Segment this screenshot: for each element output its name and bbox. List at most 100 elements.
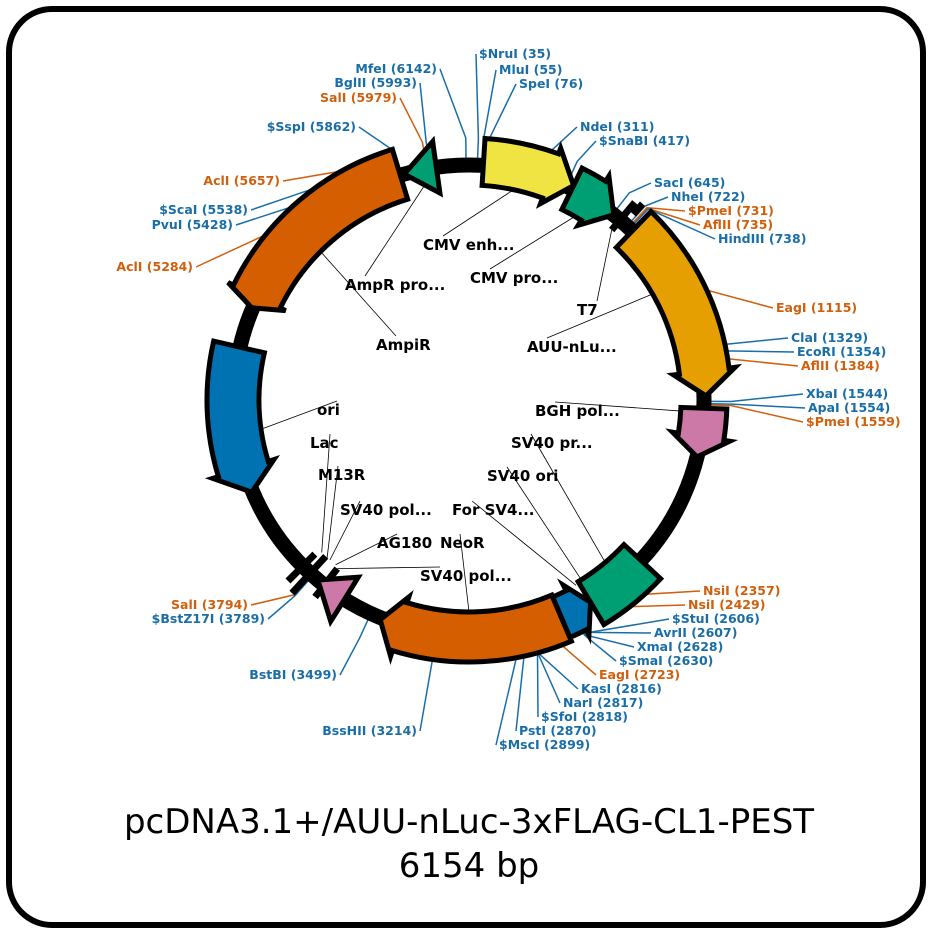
feature-leader <box>471 500 577 586</box>
restriction-site-label[interactable]: AflII (735) <box>703 217 773 232</box>
restriction-site-label[interactable]: MfeI (6142) <box>355 61 437 76</box>
feature-label-ampr-pro: AmpR pro... <box>345 276 445 294</box>
feature-label-bgh: BGH pol... <box>535 402 620 420</box>
restriction-site-label[interactable]: EagI (2723) <box>599 667 680 682</box>
feature-labels: CMV enh...CMV pro...AmpR pro...T7AUU-nLu… <box>310 236 620 585</box>
site-leader <box>633 207 701 226</box>
restriction-site-label[interactable]: EagI (1115) <box>776 300 857 315</box>
restriction-site-label[interactable]: AflII (1384) <box>801 358 880 373</box>
features <box>204 135 743 666</box>
feature-label-sv40-ori: SV40 ori <box>487 467 558 485</box>
feature-leader <box>260 400 338 430</box>
restriction-site-label[interactable]: HindIII (738) <box>718 231 806 246</box>
restriction-site-label[interactable]: NarI (2817) <box>563 695 643 710</box>
feature-label-neor: NeoR <box>440 534 485 552</box>
restriction-site-label[interactable]: SalI (5979) <box>320 90 397 105</box>
site-leader <box>632 206 686 223</box>
restriction-site-label[interactable]: ClaI (1329) <box>791 330 868 345</box>
feature-leader <box>489 216 576 270</box>
site-leader <box>339 619 369 676</box>
feature-auu-nluc[interactable] <box>612 207 743 400</box>
restriction-site-label[interactable]: BglII (5993) <box>334 75 417 90</box>
restriction-site-label[interactable]: AclI (5284) <box>116 259 193 274</box>
feature-label-ag180: AG180 <box>377 534 432 552</box>
restriction-site-label[interactable]: $SfoI (2818) <box>541 709 628 724</box>
restriction-site-label[interactable]: AvrII (2607) <box>654 625 737 640</box>
restriction-site-label[interactable]: $MscI (2899) <box>499 737 590 752</box>
restriction-site-label[interactable]: XbaI (1544) <box>806 386 888 401</box>
restriction-site-label[interactable]: $ScaI (5538) <box>159 202 248 217</box>
restriction-site-label[interactable]: SpeI (76) <box>519 76 583 91</box>
feature-label-ampir: AmpiR <box>376 336 431 354</box>
feature-leader <box>442 189 514 237</box>
site-leader <box>634 207 716 240</box>
restriction-site-label[interactable]: $PmeI (1559) <box>806 414 901 429</box>
restriction-site-label[interactable]: BstBI (3499) <box>249 667 337 682</box>
restriction-site-label[interactable]: $PmeI (731) <box>688 203 774 218</box>
plasmid-name: pcDNA3.1+/AUU-nLuc-3xFLAG-CL1-PEST <box>123 802 815 842</box>
restriction-site-label[interactable]: $SspI (5862) <box>267 119 356 134</box>
site-leader <box>439 68 467 159</box>
feature-leader <box>364 186 425 277</box>
restriction-site-label[interactable]: AclI (5657) <box>203 173 280 188</box>
feature-label-lac: Lac <box>310 434 339 452</box>
feature-label-m13r: M13R <box>318 466 366 484</box>
restriction-site-label[interactable]: NsiI (2357) <box>703 583 780 598</box>
feature-label-sv40-pol2: SV40 pol... <box>420 567 512 585</box>
feature-leader <box>459 533 470 613</box>
feature-label-auu-nluc: AUU-nLu... <box>527 338 617 356</box>
restriction-site-label[interactable]: NdeI (311) <box>580 119 654 134</box>
feature-leader <box>546 293 653 339</box>
restriction-site-label[interactable]: PstI (2870) <box>519 723 597 738</box>
feature-label-cmv-pro: CMV pro... <box>470 269 558 287</box>
feature-bgh[interactable] <box>665 404 739 460</box>
restriction-site-label[interactable]: SalI (3794) <box>171 597 248 612</box>
feature-tick <box>289 553 329 596</box>
feature-leader <box>596 229 613 302</box>
feature-leader <box>329 500 361 561</box>
site-leader <box>710 403 806 409</box>
feature-leader <box>506 466 582 581</box>
feature-label-sv40-pol1: SV40 pol... <box>340 501 432 519</box>
restriction-site-label[interactable]: BssHII (3214) <box>322 723 417 738</box>
feature-cmv-enh[interactable] <box>479 135 577 209</box>
site-leader <box>475 53 480 159</box>
restriction-site-label[interactable]: $SmaI (2630) <box>619 653 713 668</box>
restriction-site-label[interactable]: NheI (722) <box>671 189 745 204</box>
feature-tick <box>285 551 318 584</box>
site-leader <box>710 404 804 423</box>
site-leader <box>267 580 309 620</box>
restriction-site-label[interactable]: EcoRI (1354) <box>797 344 886 359</box>
feature-ampr-pro[interactable] <box>400 135 444 198</box>
restriction-site-label[interactable]: MluI (55) <box>499 62 562 77</box>
feature-ampir[interactable] <box>226 146 411 314</box>
feature-label-ori: ori <box>317 401 340 419</box>
map-frame <box>6 6 926 928</box>
restriction-site-label[interactable]: $StuI (2606) <box>672 611 760 626</box>
feature-tick <box>630 201 646 217</box>
restriction-site-label[interactable]: $SnaBI (417) <box>599 133 690 148</box>
feature-leader <box>554 401 683 412</box>
site-leader <box>616 182 652 210</box>
restriction-site-label[interactable]: $BstZ17I (3789) <box>152 611 265 626</box>
restriction-site-label[interactable]: NsiI (2429) <box>688 597 765 612</box>
feature-ori[interactable] <box>204 338 281 496</box>
feature-label-t7: T7 <box>577 301 598 319</box>
feature-leader <box>337 566 441 570</box>
restriction-site-label[interactable]: KasI (2816) <box>581 681 662 696</box>
feature-label-sv40-pr: SV40 pr... <box>511 434 593 452</box>
feature-cmv-pro[interactable] <box>558 164 617 230</box>
feature-label-for-sv40: For SV4... <box>452 501 535 519</box>
restriction-site-label[interactable]: PvuI (5428) <box>152 217 233 232</box>
feature-leader-lines <box>260 186 683 613</box>
feature-leader <box>326 465 339 558</box>
small-feature-ticks <box>285 200 646 600</box>
feature-neor[interactable] <box>377 589 575 666</box>
feature-leader <box>335 533 398 566</box>
restriction-site-label[interactable]: ApaI (1554) <box>808 400 890 415</box>
feature-sv40-pol2[interactable] <box>314 574 363 628</box>
restriction-site-label[interactable]: SacI (645) <box>654 175 725 190</box>
site-labels: $NruI (35)MluI (55)SpeI (76)NdeI (311)$S… <box>116 46 900 752</box>
restriction-site-label[interactable]: $NruI (35) <box>479 46 551 61</box>
restriction-site-label[interactable]: XmaI (2628) <box>637 639 723 654</box>
